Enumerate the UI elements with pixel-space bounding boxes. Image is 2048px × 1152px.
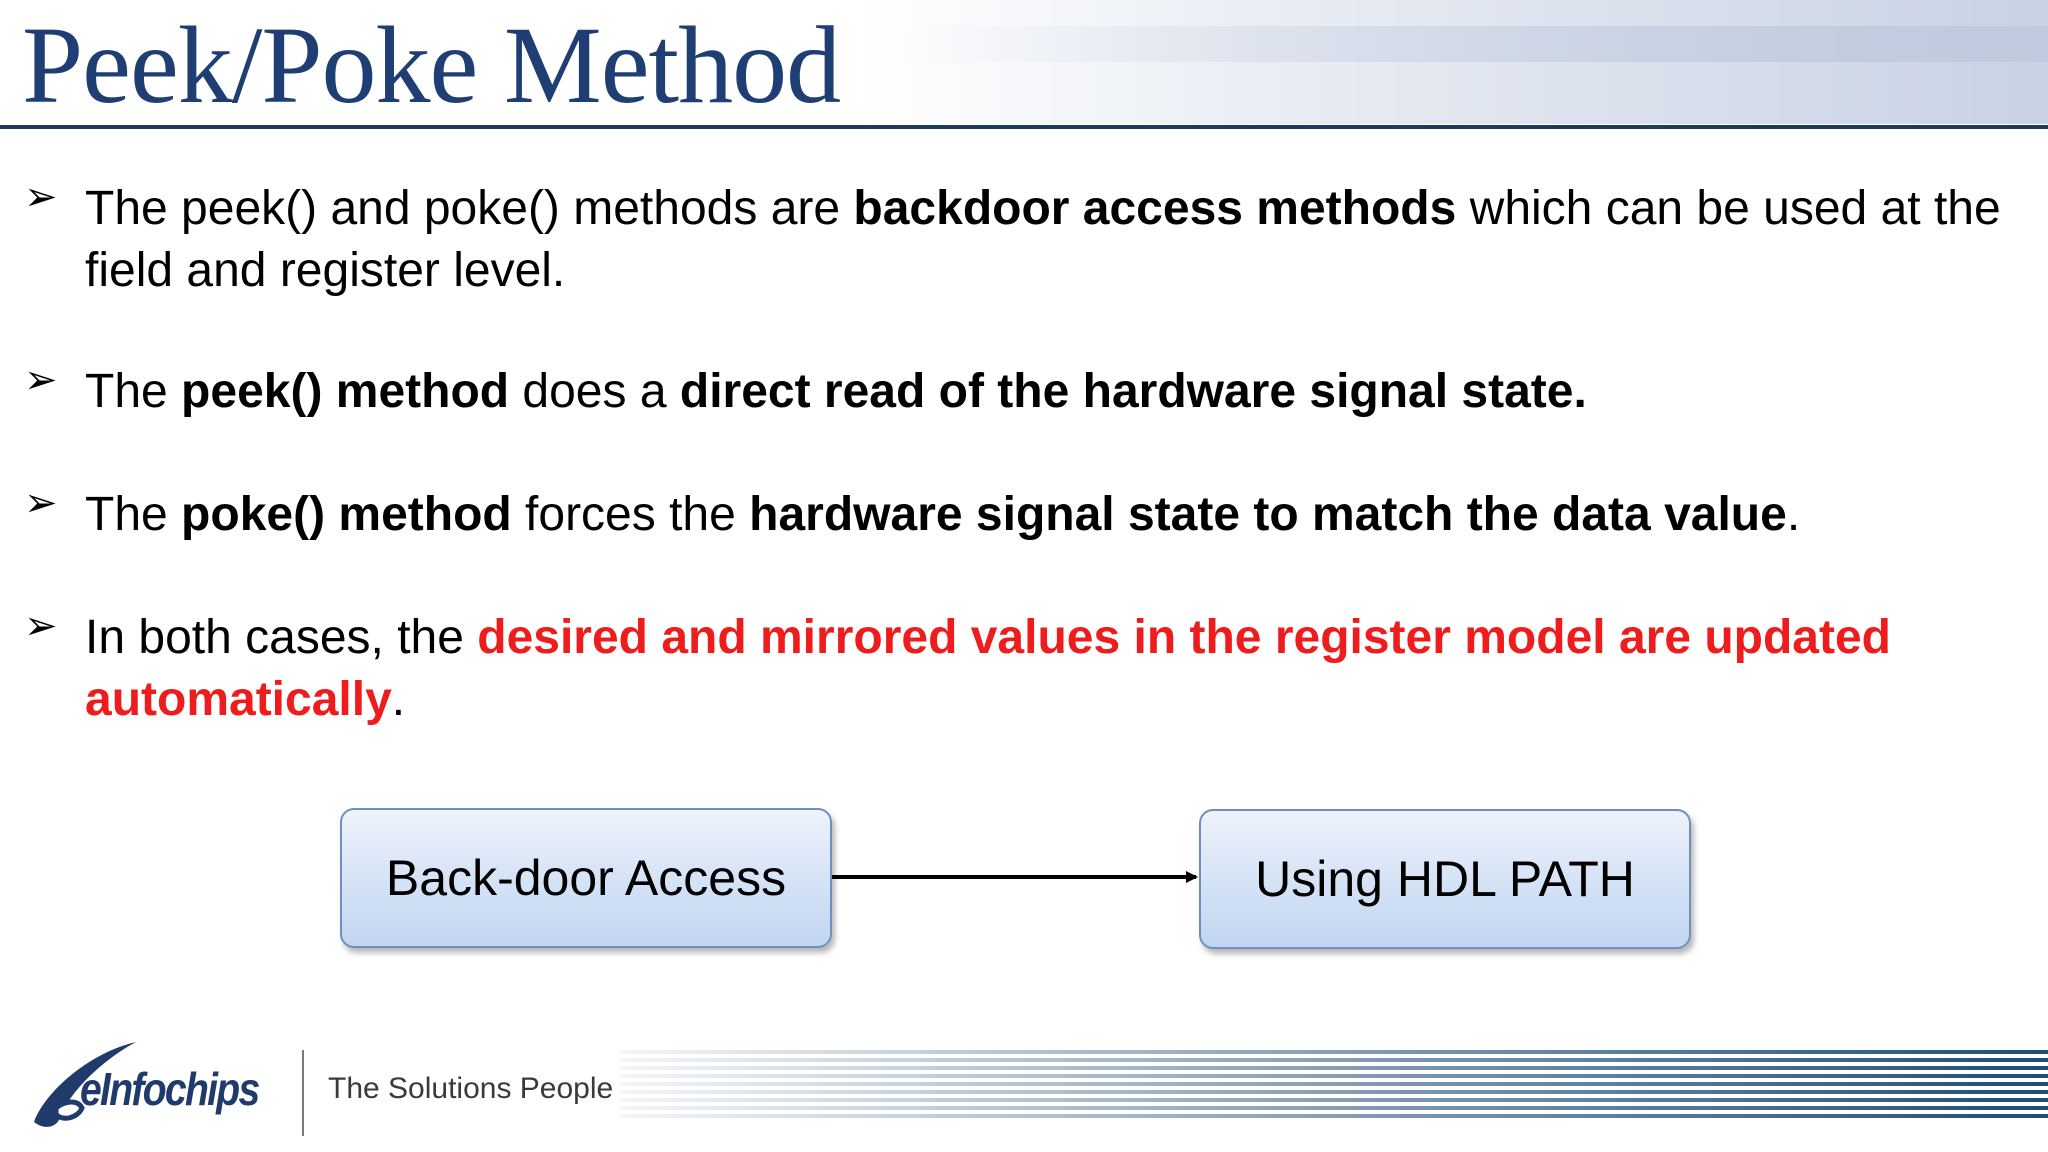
arrow-bullet-icon: ➢ bbox=[24, 480, 58, 526]
bullet-text-segment: does a bbox=[509, 365, 680, 418]
footer-tagline: The Solutions People bbox=[328, 1072, 614, 1105]
bullet-text: In both cases, the desired and mirrored … bbox=[85, 607, 2015, 731]
footer-divider bbox=[302, 1050, 304, 1136]
logo-swoosh-icon bbox=[34, 1042, 136, 1127]
bullet-text-segment: desired and mirrored values in the regis… bbox=[85, 611, 1891, 726]
bullet-text: The peek() method does a direct read of … bbox=[85, 361, 2015, 423]
bullet-text: The peek() and poke() methods are backdo… bbox=[85, 178, 2015, 302]
hdl-path-box: Using HDL PATH bbox=[1199, 809, 1691, 949]
backdoor-access-box: Back-door Access bbox=[340, 808, 832, 948]
title-divider bbox=[0, 125, 2048, 129]
bullet-text-segment: direct read of the hardware signal state… bbox=[679, 365, 1587, 418]
bullet-text-segment: The bbox=[85, 488, 182, 541]
bullet-text-segment: peek() method bbox=[181, 365, 510, 418]
bullet-text-segment: The peek() and poke() methods are bbox=[85, 182, 854, 235]
backdoor-access-label: Back-door Access bbox=[385, 850, 787, 906]
slide-title: Peek/Poke Method bbox=[22, 4, 841, 126]
bullet-text-segment: forces the bbox=[511, 488, 750, 541]
arrow-bullet-icon: ➢ bbox=[24, 174, 58, 220]
bullet-text-segment: backdoor access methods bbox=[853, 182, 1457, 235]
arrow-bullet-icon: ➢ bbox=[24, 603, 58, 649]
hdl-path-label: Using HDL PATH bbox=[1255, 851, 1635, 907]
bullet-text: The poke() method forces the hardware si… bbox=[85, 484, 2015, 546]
title-band bbox=[0, 0, 2048, 124]
logo-wordmark: eInfochips bbox=[80, 1063, 260, 1115]
bullet-text-segment: In both cases, the bbox=[85, 611, 478, 664]
bullet-text-segment: . bbox=[1786, 488, 1801, 541]
company-logo: eInfochips bbox=[26, 1034, 286, 1134]
bullet-text-segment: hardware signal state to match the data … bbox=[749, 488, 1787, 541]
bullet-text-segment: The bbox=[85, 365, 182, 418]
arrow-bullet-icon: ➢ bbox=[24, 357, 58, 403]
bullet-text-segment: which can be used at the field and regis… bbox=[85, 182, 2001, 297]
bullet-text-segment: poke() method bbox=[181, 488, 512, 541]
footer-stripes bbox=[620, 1050, 2048, 1122]
bullet-text-segment: . bbox=[391, 673, 406, 726]
